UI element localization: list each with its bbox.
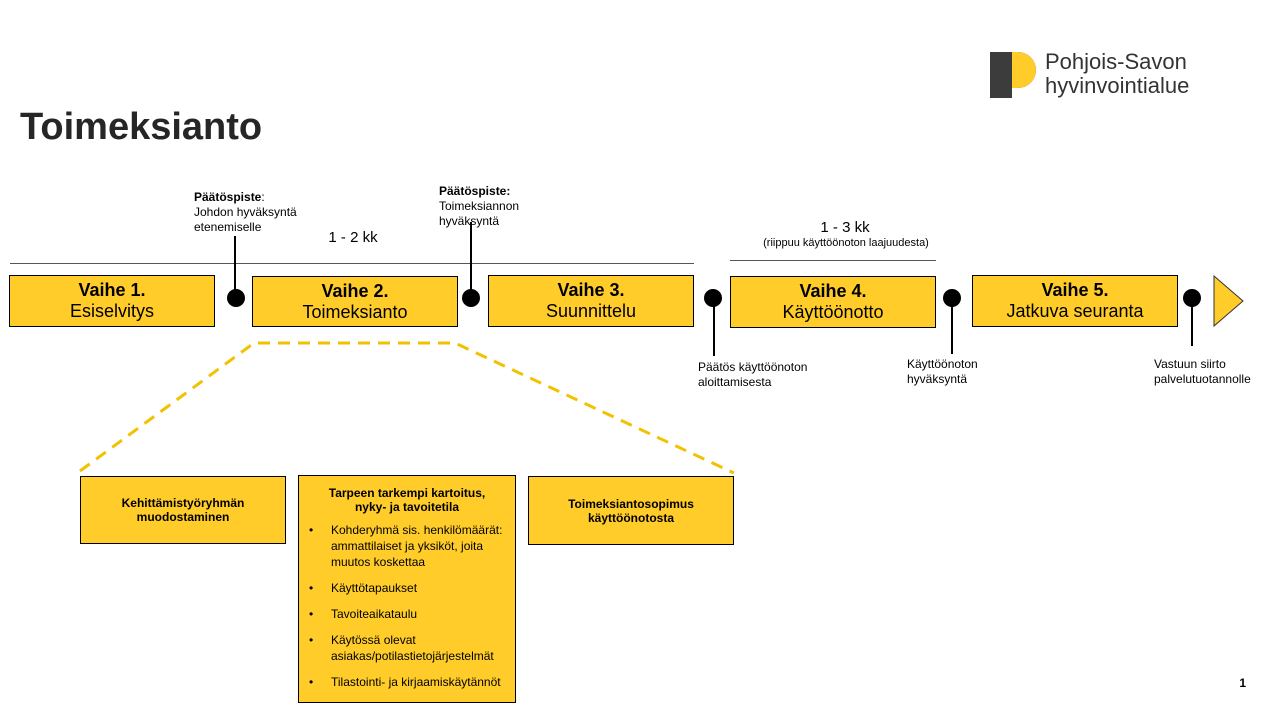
duration-label-2: 1 - 3 kk: [820, 219, 870, 236]
timeline-line-2: [730, 260, 936, 261]
stage-4: Vaihe 4.Käyttöönotto: [730, 276, 936, 328]
list-item: Kohderyhmä sis. henkilömäärät: ammattila…: [299, 522, 515, 570]
stage-2: Vaihe 2.Toimeksianto: [252, 276, 458, 327]
decision-point-2-text: Päätöspiste: Toimeksiannon hyväksyntä: [439, 184, 520, 228]
decision-dot-3: [704, 289, 722, 307]
page-number: 1: [1239, 676, 1246, 690]
stage-1: Vaihe 1.Esiselvitys: [9, 275, 215, 327]
timeline-line-1: [10, 263, 694, 264]
page-title: Toimeksianto: [20, 106, 263, 148]
connector-4: [951, 302, 953, 354]
detail-box-3: Toimeksiantosopimus käyttöönotosta: [528, 476, 734, 545]
list-item: Tavoiteaikataulu: [299, 606, 515, 622]
duration-note: (riippuu käyttöönoton laajuudesta): [763, 237, 929, 249]
detail-box-2: Tarpeen tarkempi kartoitus, nyky- ja tav…: [298, 475, 516, 703]
decision-dot-1: [227, 289, 245, 307]
duration-label-1: 1 - 2 kk: [328, 229, 378, 246]
decision-dot-5: [1183, 289, 1201, 307]
connector-3: [713, 302, 715, 356]
list-item: Tilastointi- ja kirjaamiskäytännöt: [299, 674, 515, 690]
stage-5: Vaihe 5.Jatkuva seuranta: [972, 275, 1178, 327]
list-item: Käyttötapaukset: [299, 580, 515, 596]
detail-box-1: Kehittämistyöryhmän muodostaminen: [80, 476, 286, 544]
detail-box-2-title: Tarpeen tarkempi kartoitus, nyky- ja tav…: [328, 486, 486, 514]
stage-3: Vaihe 3.Suunnittelu: [488, 275, 694, 327]
decision-dot-2: [462, 289, 480, 307]
logo-icon: [990, 52, 1036, 98]
connector-5: [1191, 302, 1193, 346]
decision-dot-4: [943, 289, 961, 307]
decision-point-1-text: Päätöspiste: Johdon hyväksyntä etenemise…: [194, 190, 297, 234]
list-item: Käytössä olevat asiakas/potilastietojärj…: [299, 632, 515, 664]
connector-1: [234, 236, 236, 292]
logo-text: Pohjois-Savon hyvinvointialue: [1045, 49, 1190, 98]
detail-box-2-list: Kohderyhmä sis. henkilömäärät: ammattila…: [299, 522, 515, 690]
connector-2: [470, 222, 472, 292]
timeline-end-arrow-icon: [1213, 274, 1244, 328]
